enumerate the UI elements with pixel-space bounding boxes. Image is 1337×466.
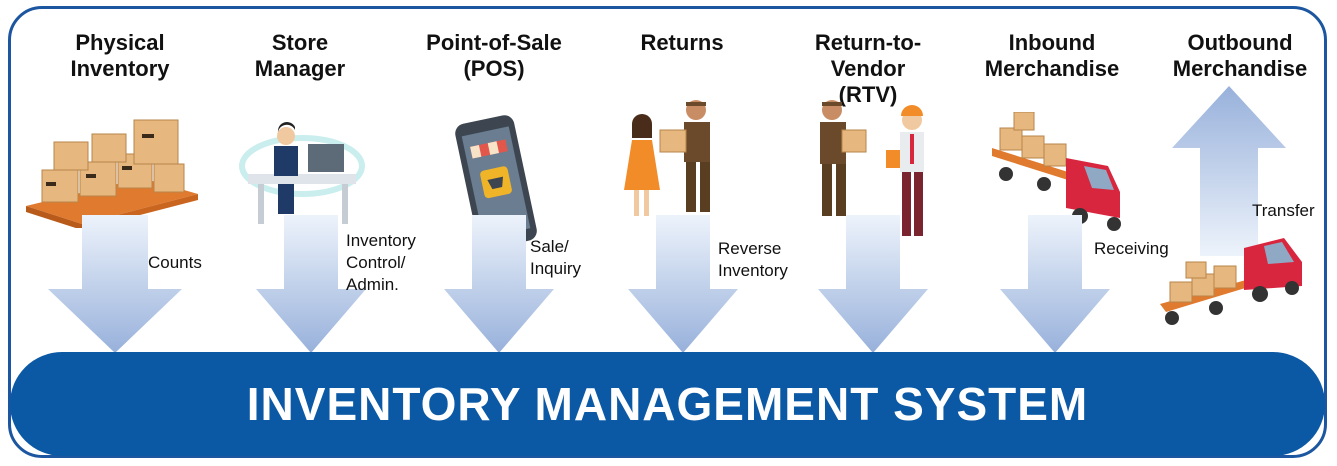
title-rtv: Return-to-Vendor(RTV) [814,30,922,107]
title-pos: Point-of-Sale(POS) [426,30,562,81]
pallet-boxes-icon [26,119,198,228]
system-bar-label: INVENTORY MANAGEMENT SYSTEM [246,378,1089,430]
outbound-truck-icon [1160,238,1302,325]
label-transfer: Transfer [1252,201,1315,220]
title-returns: Returns [640,30,724,55]
arrow-rtv [818,215,928,353]
arrow-pos [444,215,554,353]
manager-at-desk-icon [239,122,365,224]
vendor-handoff-icon [820,100,924,236]
arrow-store-manager [256,215,366,353]
arrow-outbound-merchandise [1172,86,1286,256]
arrow-inbound-merchandise [1000,215,1110,353]
label-receiving: Receiving [1094,239,1169,258]
customer-return-icon [624,100,710,216]
inbound-truck-icon [992,112,1121,231]
label-counts: Counts [148,253,202,272]
system-bar: INVENTORY MANAGEMENT SYSTEM [10,352,1325,456]
arrow-physical-inventory [48,215,182,353]
arrow-returns [628,215,738,353]
label-sale-inquiry: Sale/Inquiry [530,237,582,278]
